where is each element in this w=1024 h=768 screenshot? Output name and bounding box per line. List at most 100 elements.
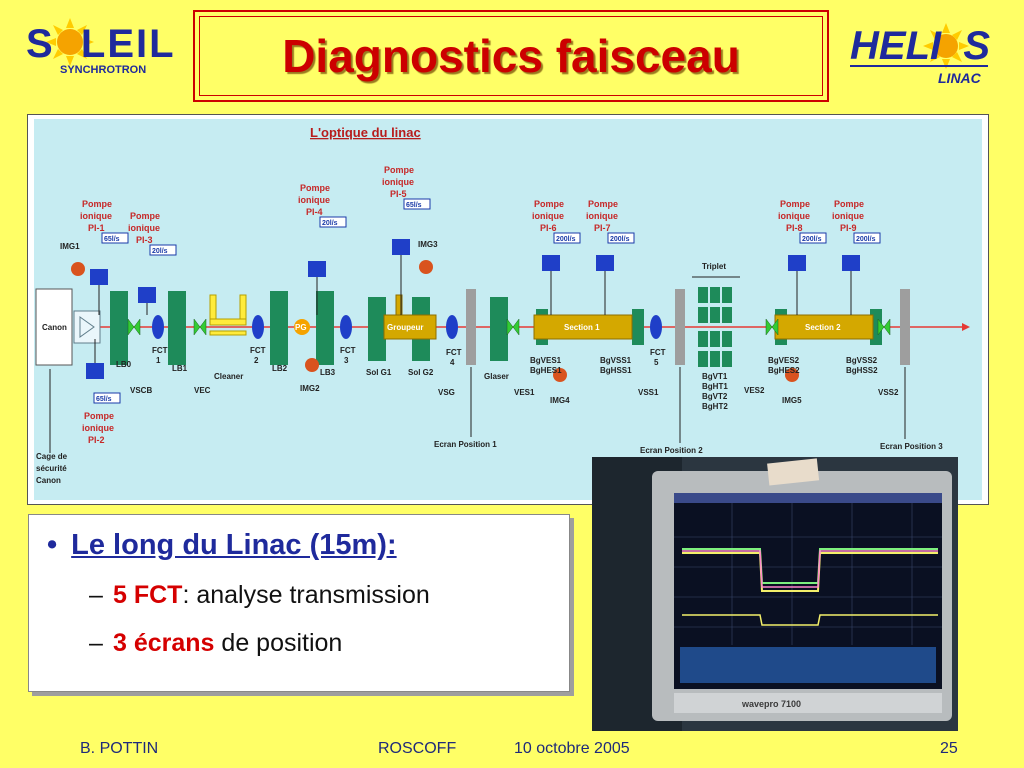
bgvss1-label: BgVSS1 xyxy=(600,356,632,365)
pump-label: PI-4 xyxy=(306,207,323,217)
bgves1-label: BgVES1 xyxy=(530,356,562,365)
vss2-label: VSS2 xyxy=(878,388,899,397)
sub-bullet-strong: 3 écrans xyxy=(113,629,215,657)
pump-speed-box xyxy=(403,198,431,210)
ion-pump-6 xyxy=(596,255,614,271)
ion-pump-7 xyxy=(788,255,806,271)
fct3 xyxy=(340,315,352,339)
pump-label: Pompe xyxy=(780,199,810,209)
img1-monitor xyxy=(71,262,85,276)
pump-label: PI-5 xyxy=(390,189,407,199)
pump-speed-box xyxy=(101,232,129,244)
fct1-label: 1 xyxy=(156,356,161,365)
pump-label: Pompe xyxy=(588,199,618,209)
bghes1-label: BgHES1 xyxy=(530,366,562,375)
img5-label: IMG5 xyxy=(782,396,802,405)
helios-subtitle: LINAC xyxy=(938,70,981,86)
section-2 xyxy=(774,314,874,340)
pump-speed-box xyxy=(149,244,177,256)
section1-coupler-right xyxy=(632,309,644,345)
valve-4 xyxy=(765,318,779,336)
pump-label: Pompe xyxy=(82,199,112,209)
pump-speed: 65l/s xyxy=(96,396,112,403)
ion-pump-8 xyxy=(842,255,860,271)
pump-speed: 200l/s xyxy=(802,236,822,243)
bullet-main-text: Le long du Linac (15m): xyxy=(71,529,397,561)
pump-speed-box xyxy=(319,216,347,228)
pump-label: Pompe xyxy=(84,411,114,421)
groupeur-label: Groupeur xyxy=(387,323,423,332)
pump-label: ionique xyxy=(80,211,112,221)
cage-label: Cage de xyxy=(36,452,68,461)
fct1 xyxy=(152,315,164,339)
pump-label: Pompe xyxy=(130,211,160,221)
bgvt1-label: BgVT1 xyxy=(702,372,728,381)
ion-pump-2 xyxy=(138,287,156,303)
fct2-label: FCT xyxy=(250,346,266,355)
linac-schematic: L'optique du linac Canon xyxy=(35,125,970,485)
glaser-magnet xyxy=(490,297,508,361)
section-1 xyxy=(533,314,633,340)
helios-logo: HELI S LINAC xyxy=(848,16,1008,96)
pump-label: PI-7 xyxy=(594,223,611,233)
pump-label: ionique xyxy=(382,177,414,187)
fct3-label: FCT xyxy=(340,346,356,355)
bghes2-label: BgHES2 xyxy=(768,366,800,375)
bullet-box: •Le long du Linac (15m): –5 FCT: analyse… xyxy=(28,514,570,692)
page-title: Diagnostics faisceau xyxy=(282,30,740,82)
solg1-label: Sol G1 xyxy=(366,368,392,377)
fct4 xyxy=(446,315,458,339)
ion-pump-4 xyxy=(392,239,410,255)
pump-speed-box xyxy=(799,232,827,244)
bghss2-label: BgHSS2 xyxy=(846,366,878,375)
footer-author: B. POTTIN xyxy=(80,740,159,757)
pump-speed: 200l/s xyxy=(556,236,576,243)
pump-label: PI-3 xyxy=(136,235,153,245)
bgvt2-label: BgVT2 xyxy=(702,392,728,401)
ion-pump-5 xyxy=(542,255,560,271)
canon-box xyxy=(35,288,73,366)
bgves2-label: BgVES2 xyxy=(768,356,800,365)
section1-label: Section 1 xyxy=(564,323,600,332)
lb0-label: LB0 xyxy=(116,360,132,369)
triplet-magnets xyxy=(698,287,732,367)
pump-speed-box xyxy=(853,232,881,244)
img4-monitor xyxy=(553,368,567,382)
lb2-label: LB2 xyxy=(272,364,288,373)
pump-label: ionique xyxy=(82,423,114,433)
ecran-position-2 xyxy=(675,289,685,365)
bght1-label: BgHT1 xyxy=(702,382,728,391)
vscb-label: VSCB xyxy=(130,386,152,395)
footer-place: ROSCOFF xyxy=(378,740,457,757)
bullet-main: • Le long du Linac (15m): xyxy=(47,529,397,562)
pump-speed: 200l/s xyxy=(856,236,876,243)
sun-icon xyxy=(46,18,94,66)
fct4-label: 4 xyxy=(450,358,455,367)
ecran3-label: Ecran Position 3 xyxy=(880,442,943,451)
canon-label: Canon xyxy=(42,323,67,332)
bght2-label: BgHT2 xyxy=(702,402,728,411)
title-frame: Diagnostics faisceau xyxy=(193,10,829,102)
ecran-position-1 xyxy=(466,289,476,365)
cage-label: sécurité xyxy=(36,464,67,473)
img3-monitor xyxy=(419,260,433,274)
valve-2 xyxy=(193,318,207,336)
pump-speed: 65l/s xyxy=(104,236,120,243)
sub-bullet-strong: 5 FCT xyxy=(113,581,183,609)
ion-pump-1 xyxy=(90,269,108,285)
diagram-heading: L'optique du linac xyxy=(310,125,421,140)
img3-label: IMG3 xyxy=(418,240,438,249)
ecran2-label: Ecran Position 2 xyxy=(640,446,703,455)
pump-label: PI-8 xyxy=(786,223,803,233)
canon-port xyxy=(73,310,101,344)
soleil-subtitle: SYNCHROTRON xyxy=(60,64,147,76)
pump-label: Pompe xyxy=(834,199,864,209)
valve-1 xyxy=(127,318,141,336)
pump-label: Pompe xyxy=(384,165,414,175)
beam-arrow xyxy=(962,323,970,331)
bullet-dot: • xyxy=(47,529,58,561)
fct5-label: FCT xyxy=(650,348,666,357)
vec-label: VEC xyxy=(194,386,211,395)
fct3-label: 3 xyxy=(344,356,349,365)
pump-speed-box xyxy=(553,232,581,244)
